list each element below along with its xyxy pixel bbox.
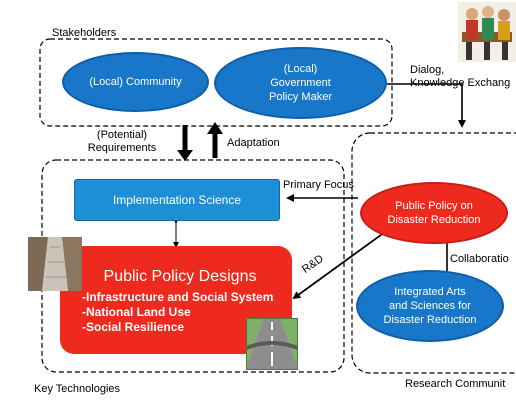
requirements-arrowhead — [177, 150, 193, 161]
research-community-label: Research Communit — [405, 378, 506, 390]
dialog-label: Dialog, Knowledge Exchang — [410, 64, 510, 90]
gov-label-line1: (Local) — [283, 63, 318, 75]
requirements-label: (Potential) Requirements — [84, 129, 160, 155]
ppd-item-infrastructure: -Infrastructure and Social System — [82, 290, 274, 304]
ppd-item-land-use: -National Land Use — [82, 305, 191, 319]
iasdr-label-line3: Disaster Reduction — [383, 314, 477, 326]
ppdr-label-line2: Disaster Reduction — [387, 214, 481, 226]
government-policy-maker-node: (Local) Government Policy Maker — [214, 47, 387, 119]
iasdr-label-line2: and Sciences for — [389, 300, 471, 312]
iasdr-label-line1: Integrated Arts — [394, 286, 466, 298]
collaboration-label: Collaboratio — [450, 253, 509, 265]
dialog-label-line2: Knowledge Exchang — [410, 77, 511, 89]
key-technologies-label: Key Technologies — [34, 383, 121, 395]
gov-label-line2: Government — [270, 77, 331, 89]
dialog-connector — [387, 83, 466, 128]
implementation-science-node: Implementation Science — [74, 179, 280, 221]
local-community-label: (Local) Community — [89, 76, 182, 88]
primary-focus-label: Primary Focus — [283, 179, 354, 191]
ppd-item-resilience: -Social Resilience — [82, 320, 185, 334]
requirements-label-line2: Requirements — [87, 142, 157, 154]
implementation-science-label: Implementation Science — [112, 193, 242, 207]
integrated-arts-sciences-node: Integrated Arts and Sciences for Disaste… — [356, 270, 504, 342]
public-policy-designs-node: Public Policy Designs -Infrastructure an… — [60, 246, 292, 354]
local-community-node: (Local) Community — [62, 52, 209, 112]
public-policy-disaster-reduction-node: Public Policy on Disaster Reduction — [360, 182, 508, 244]
research-community-group-box — [351, 132, 516, 374]
dam-image — [28, 237, 82, 291]
dialog-label-line1: Dialog, — [410, 64, 445, 76]
meeting-people-image — [458, 2, 516, 62]
ppdr-label-line1: Public Policy on — [395, 200, 473, 212]
adaptation-label: Adaptation — [227, 137, 280, 149]
ppd-title: Public Policy Designs — [103, 268, 257, 285]
highway-image — [246, 318, 298, 370]
adaptation-arrowhead — [207, 122, 223, 134]
requirements-label-line1: (Potential) — [96, 129, 148, 141]
stakeholders-label: Stakeholders — [52, 27, 117, 39]
gov-label-line3: Policy Maker — [269, 91, 332, 103]
rnd-arrow — [292, 231, 386, 300]
